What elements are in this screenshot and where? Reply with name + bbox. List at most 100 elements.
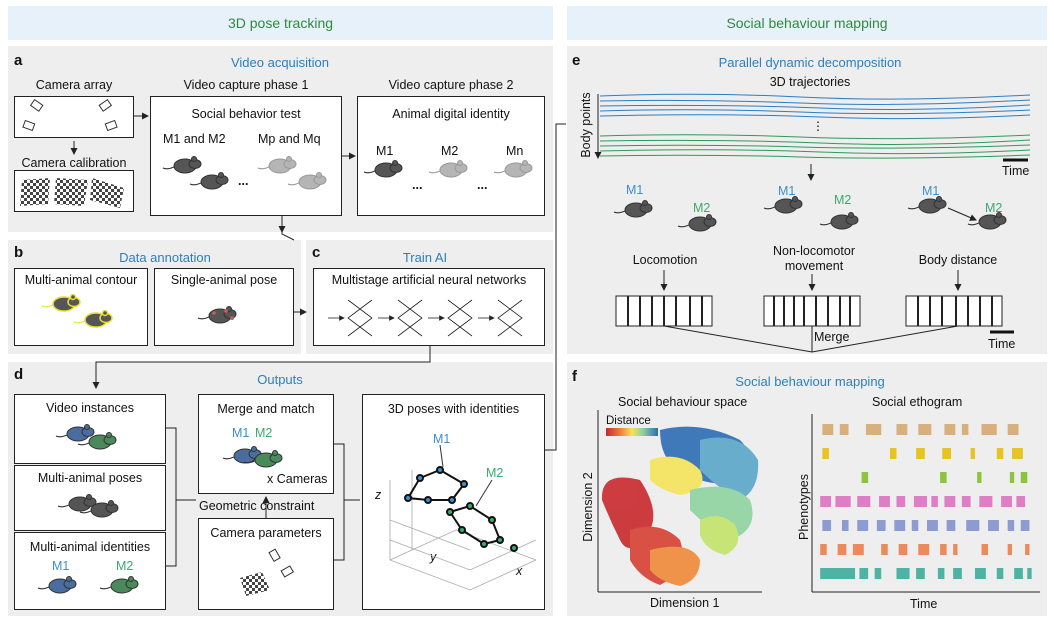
ethogram-bar bbox=[944, 496, 956, 507]
ethogram-bar bbox=[961, 496, 971, 507]
ethogram-bar bbox=[946, 520, 956, 531]
ethogram-bar bbox=[942, 448, 951, 459]
ethogram-bar bbox=[1020, 520, 1030, 531]
ethogram-bar bbox=[996, 568, 1004, 579]
ethogram-bar bbox=[953, 544, 958, 555]
trajectories-green bbox=[599, 134, 1031, 159]
e-m1-label-2: M1 bbox=[778, 184, 796, 198]
ethogram-bar bbox=[961, 424, 969, 435]
contour-label: Multi-animal contour bbox=[24, 273, 138, 287]
phase1-ellipsis: ... bbox=[238, 174, 249, 188]
pose3d-axes bbox=[389, 470, 537, 591]
ethogram-bar bbox=[979, 496, 993, 507]
ethogram-bar bbox=[1012, 448, 1023, 459]
ethogram-bar bbox=[1027, 568, 1032, 579]
ethogram-bar bbox=[820, 568, 856, 579]
poses3d-label: 3D poses with identities bbox=[387, 402, 520, 416]
ethogram-bar bbox=[916, 568, 925, 579]
e-m2-label-1: M2 bbox=[693, 201, 711, 215]
ethogram-bar bbox=[879, 496, 890, 507]
ethogram-bar bbox=[852, 544, 864, 555]
nonloco-label: Non-locomotor movement bbox=[773, 244, 855, 273]
e-m1-label-3: M1 bbox=[922, 184, 940, 198]
behaviour-space-clusters bbox=[601, 426, 759, 586]
ethogram-bar bbox=[839, 424, 849, 435]
panel-c-title: Train AI bbox=[402, 250, 448, 265]
panel-f-title: Social behaviour mapping bbox=[735, 374, 885, 389]
ethogram-bar bbox=[981, 544, 989, 555]
ethogram-bar bbox=[981, 424, 997, 435]
dimension1-label: Dimension 1 bbox=[650, 596, 720, 610]
ethogram-title: Social ethogram bbox=[872, 395, 963, 409]
ethogram-bar bbox=[1007, 520, 1015, 531]
locomotion-label: Locomotion bbox=[632, 253, 698, 267]
ethogram-bar bbox=[1025, 544, 1030, 555]
ethogram-bar bbox=[966, 520, 980, 531]
phase1-box bbox=[150, 96, 342, 216]
ethogram-bar bbox=[874, 568, 882, 579]
phase2-m2: M2 bbox=[441, 144, 459, 158]
ethogram-bar bbox=[944, 424, 956, 435]
multi-identities-label: Multi-animal identities bbox=[29, 540, 151, 554]
ethogram-bar bbox=[820, 496, 832, 507]
poses3d-m2-label: M2 bbox=[486, 466, 504, 480]
e-m2-label-2: M2 bbox=[834, 193, 852, 207]
identity-m1-label: M1 bbox=[52, 559, 70, 573]
ethogram-bar bbox=[940, 544, 947, 555]
contour-box bbox=[14, 268, 148, 346]
distance-colorbar bbox=[606, 428, 658, 436]
panel-e-letter: e bbox=[572, 52, 581, 69]
ethogram-bar bbox=[822, 424, 834, 435]
ethogram-bar bbox=[857, 496, 871, 507]
ethogram-bar bbox=[896, 568, 910, 579]
ethogram-bar bbox=[894, 520, 906, 531]
e-m1-label-1: M1 bbox=[626, 183, 644, 197]
space-axes bbox=[597, 410, 762, 593]
distance-legend-label: Distance bbox=[606, 415, 651, 427]
trajectories-blue bbox=[599, 93, 1031, 120]
panel-a-title: Video acquisition bbox=[230, 55, 330, 70]
panel-b-title: Data annotation bbox=[119, 250, 211, 265]
camera-array-label: Camera array bbox=[35, 78, 113, 92]
phase1-right-label: Mp and Mq bbox=[258, 132, 321, 146]
ethogram-bar bbox=[918, 424, 932, 435]
ethogram-bars bbox=[820, 424, 1032, 579]
ethogram-bar bbox=[822, 448, 829, 459]
header-social-behaviour-mapping: Social behaviour mapping bbox=[567, 6, 1047, 40]
panel-d-title: Outputs bbox=[257, 372, 303, 387]
multi-identities-box bbox=[14, 532, 166, 610]
merge-label: Merge bbox=[814, 330, 850, 344]
ethogram-bar bbox=[977, 472, 982, 483]
axis-y-label: y bbox=[430, 550, 437, 564]
ethogram-bar bbox=[896, 424, 908, 435]
ethogram-bar bbox=[996, 448, 1004, 459]
ethogram-bar bbox=[876, 520, 886, 531]
body-distance-label: Body distance bbox=[918, 253, 998, 267]
time-label-bottom: Time bbox=[988, 337, 1016, 351]
space-title: Social behaviour space bbox=[618, 395, 748, 409]
ethogram-bar bbox=[970, 448, 975, 459]
ethogram-bar bbox=[974, 568, 986, 579]
ethogram-bar bbox=[1014, 568, 1023, 579]
identity-m2-label: M2 bbox=[116, 559, 134, 573]
pose-label: Single-animal pose bbox=[170, 273, 278, 287]
ethogram-bar bbox=[865, 424, 882, 435]
ethogram-bar bbox=[1007, 424, 1019, 435]
checkerboards bbox=[20, 178, 124, 208]
panel-c-letter: c bbox=[312, 244, 321, 261]
ethogram-bar bbox=[841, 520, 849, 531]
phase2-mn: Mn bbox=[506, 144, 524, 158]
ethogram-bar bbox=[988, 520, 999, 531]
trajectory-ellipsis: ⋮ bbox=[812, 119, 824, 133]
ethogram-bar bbox=[918, 544, 930, 555]
network-stages bbox=[328, 299, 523, 337]
pose3d-m2-skeleton bbox=[446, 502, 518, 552]
merge-match-box bbox=[198, 394, 334, 494]
ethogram-bar bbox=[913, 496, 927, 507]
ethogram-bar bbox=[861, 472, 869, 483]
ethogram-bar bbox=[822, 520, 832, 531]
ethogram-bar bbox=[837, 544, 847, 555]
network-label: Multistage artificial neural networks bbox=[331, 273, 527, 287]
ethogram-axes bbox=[811, 414, 1040, 593]
